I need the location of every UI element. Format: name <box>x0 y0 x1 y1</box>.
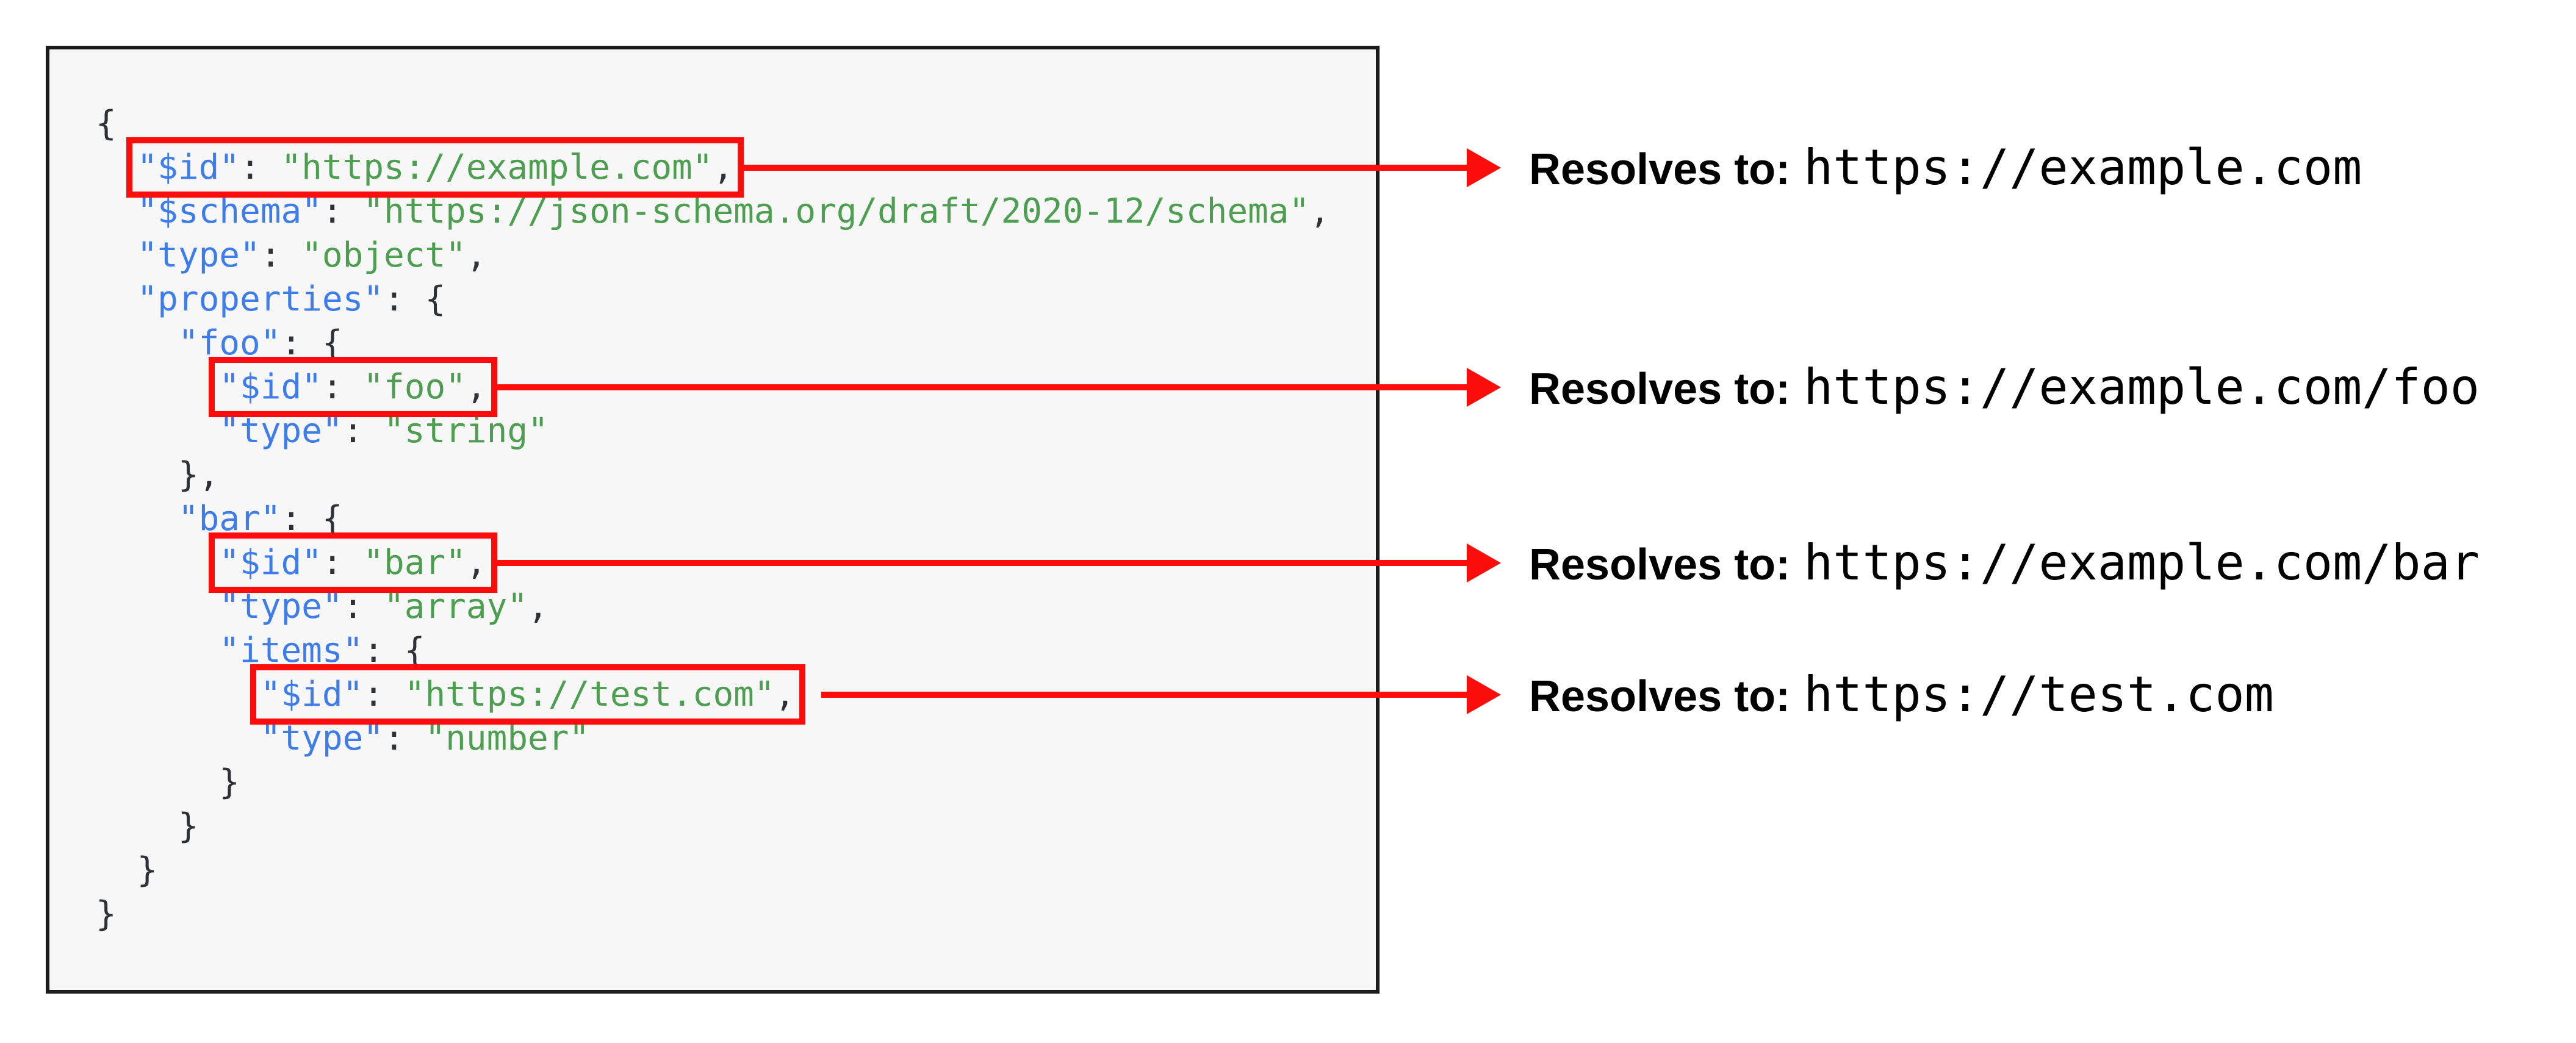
code-token: "$id" <box>137 148 240 187</box>
code-token: : <box>384 719 425 758</box>
code-token: : <box>363 675 405 714</box>
code-token: : <box>240 148 281 187</box>
code-token: "foo" <box>363 367 466 407</box>
code-token: "https://test.com" <box>404 675 775 714</box>
code-token: } <box>219 762 240 802</box>
code-line: "items": { <box>96 629 1376 673</box>
annotation-label: Resolves to: <box>1529 145 1791 194</box>
code-token: "$schema" <box>137 192 322 231</box>
code-token: "https://example.com" <box>281 148 713 187</box>
arrowhead-icon <box>1467 148 1501 187</box>
code-token: , <box>466 235 487 275</box>
arrowhead-icon <box>1467 368 1501 407</box>
code-token: } <box>137 850 158 890</box>
annotation-url: https://example.com/bar <box>1804 534 2480 591</box>
id-highlight-box: "$id": "https://test.com", <box>250 664 806 725</box>
code-token: "array" <box>384 587 528 626</box>
code-token: , <box>528 587 549 626</box>
code-token: "type" <box>137 235 261 275</box>
code-line: } <box>96 761 1376 805</box>
arrow-connector-4 <box>821 675 1501 714</box>
arrow-connector-2 <box>492 368 1501 407</box>
json-schema-code-box: { "$id": "https://example.com", "$schema… <box>46 46 1380 994</box>
code-token: "foo" <box>178 323 281 363</box>
code-line: "type": "number" <box>96 717 1376 761</box>
annotation-label: Resolves to: <box>1529 672 1791 721</box>
code-token: "properties" <box>137 279 384 319</box>
annotation-url: https://example.com <box>1804 139 2362 196</box>
code-token: }, <box>178 455 220 495</box>
annotation-label: Resolves to: <box>1529 540 1791 589</box>
code-line: "bar": { <box>96 497 1376 541</box>
code-token: : { <box>281 323 343 363</box>
id-highlight-box: "$id": "https://example.com", <box>126 137 744 198</box>
code-line: "$schema": "https://json-schema.org/draf… <box>96 190 1376 234</box>
code-line: "$id": "bar", <box>96 532 1376 593</box>
code-token: , <box>466 367 487 407</box>
code-token: "$id" <box>219 367 322 407</box>
code-token: } <box>178 806 199 846</box>
code-token: "type" <box>219 587 343 626</box>
annotation-resolves-1: Resolves to: https://example.com <box>1529 139 2362 196</box>
code-line: } <box>96 805 1376 848</box>
annotation-resolves-2: Resolves to: https://example.com/foo <box>1529 359 2480 415</box>
code-line: "$id": "foo", <box>96 357 1376 417</box>
code-line: }, <box>96 453 1376 497</box>
code-token: "$id" <box>260 675 364 714</box>
code-token: "items" <box>219 631 364 670</box>
code-line: "type": "array", <box>96 585 1376 629</box>
code-token: : <box>322 543 364 582</box>
code-token: "$id" <box>219 543 322 582</box>
id-highlight-box: "$id": "bar", <box>209 532 497 593</box>
code-token: "bar" <box>178 499 281 539</box>
code-token: "number" <box>425 719 590 758</box>
code-token: "object" <box>301 235 466 275</box>
code-token: : <box>322 192 364 231</box>
code-token: "https://json-schema.org/draft/2020-12/s… <box>363 192 1310 231</box>
code-line: "type": "object", <box>96 234 1376 278</box>
id-highlight-box: "$id": "foo", <box>209 357 497 417</box>
annotation-url: https://test.com <box>1804 666 2274 723</box>
arrow-connector-1 <box>738 148 1501 187</box>
code-token: , <box>1309 192 1330 231</box>
annotation-resolves-3: Resolves to: https://example.com/bar <box>1529 534 2480 591</box>
code-line: "foo": { <box>96 321 1376 365</box>
code-token: "type" <box>260 719 384 758</box>
arrowhead-icon <box>1467 543 1501 582</box>
code-line: } <box>96 892 1376 936</box>
code-token: , <box>713 148 734 187</box>
code-line: "properties": { <box>96 278 1376 321</box>
code-token: "type" <box>219 411 343 451</box>
code-line: "type": "string" <box>96 409 1376 453</box>
arrowhead-icon <box>1467 675 1501 714</box>
arrow-connector-3 <box>492 543 1501 582</box>
code-token: , <box>774 675 796 714</box>
annotation-resolves-4: Resolves to: https://test.com <box>1529 666 2274 723</box>
code-token: : <box>322 367 364 407</box>
code-token: : <box>260 235 302 275</box>
code-token: } <box>96 894 117 934</box>
code-line: } <box>96 848 1376 892</box>
code-line: { <box>96 102 1376 146</box>
code-line: "$id": "https://example.com", <box>96 137 1376 198</box>
code-token: "string" <box>384 411 549 451</box>
code-token: : <box>342 411 384 451</box>
code-token: { <box>96 104 117 143</box>
code-token: : <box>342 587 384 626</box>
code-token: "bar" <box>363 543 466 582</box>
annotation-label: Resolves to: <box>1529 365 1791 414</box>
code-block: { "$id": "https://example.com", "$schema… <box>96 102 1376 936</box>
code-token: : { <box>281 499 343 539</box>
code-line: "$id": "https://test.com", <box>96 664 1376 725</box>
code-token: : { <box>384 279 446 319</box>
code-token: , <box>466 543 487 582</box>
annotation-url: https://example.com/foo <box>1804 359 2480 415</box>
code-token: : { <box>363 631 425 670</box>
